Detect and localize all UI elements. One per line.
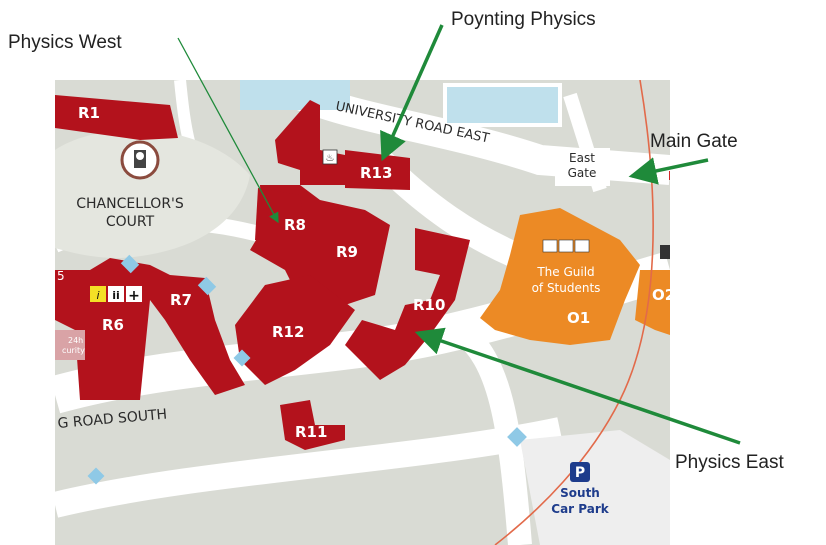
security-label-2: curity	[62, 346, 85, 355]
guild-label-2: of Students	[532, 281, 601, 295]
pool	[240, 80, 350, 110]
main-gate-marker: M	[668, 169, 680, 183]
chancellors-court-label-1: CHANCELLOR'S	[76, 196, 184, 212]
security-area	[55, 330, 85, 360]
svg-text:ii: ii	[112, 289, 120, 302]
poynting-physics-callout: Poynting Physics	[451, 9, 596, 30]
cafe-icon: ♨	[322, 149, 338, 165]
info-marker-icon	[507, 427, 527, 447]
physics-east-arrow	[414, 327, 741, 445]
car-park-label-2: Car Park	[551, 502, 609, 516]
chancellors-court-lawn	[55, 129, 250, 258]
building-label-r11: R11	[295, 423, 327, 441]
left-edge-building-label: 5	[57, 269, 65, 283]
svg-text:+: +	[128, 288, 140, 304]
svg-text:♨: ♨	[326, 153, 335, 164]
security-label-1: 24h	[68, 336, 83, 345]
east-gate-label-1: East	[569, 151, 595, 165]
building-r1[interactable]	[55, 95, 178, 140]
main-gate-arrow	[628, 157, 709, 185]
parking-icon: P	[570, 462, 590, 482]
physics-west-arrow	[177, 37, 279, 224]
building-o2[interactable]	[635, 270, 670, 335]
building-label-r10: R10	[413, 296, 445, 314]
building-label-r7: R7	[170, 291, 192, 309]
building-label-o2: O2	[652, 286, 675, 304]
info-marker-icon	[87, 467, 105, 485]
main-gate-callout: Main Gate	[650, 131, 738, 152]
svg-text:i: i	[96, 289, 99, 302]
building-r13-block[interactable]	[275, 100, 410, 185]
first-aid-icon: +	[126, 286, 142, 304]
university-buildings	[55, 95, 470, 450]
east-gate-box	[555, 148, 610, 186]
building-r12[interactable]	[235, 275, 355, 385]
pond	[443, 83, 562, 127]
building-r11[interactable]	[280, 400, 345, 450]
building-o1[interactable]	[480, 208, 640, 345]
info-marker-icon	[197, 276, 217, 296]
building-label-r8: R8	[284, 216, 306, 234]
physics-west-callout: Physics West	[8, 32, 122, 53]
building-label-r13: R13	[360, 164, 392, 182]
building-entrance-icon	[660, 245, 670, 259]
building-label-r9: R9	[336, 243, 358, 261]
building-label-r12: R12	[272, 323, 304, 341]
building-label-o1: O1	[567, 309, 590, 327]
guild-label-1: The Guild	[536, 265, 594, 279]
guild-buildings	[480, 208, 670, 345]
south-road	[452, 320, 532, 545]
info-marker-icon	[233, 349, 251, 367]
info-marker-icon	[120, 254, 140, 274]
poynting-physics-arrow	[380, 24, 444, 162]
building-label-r6: R6	[102, 316, 124, 334]
info-icon: i	[90, 286, 106, 302]
chancellors-court-label-2: COURT	[106, 214, 155, 230]
south-car-park-area	[520, 430, 670, 545]
svg-text:P: P	[575, 465, 585, 481]
shop-icon	[542, 239, 590, 253]
physics-east-callout: Physics East	[675, 452, 784, 473]
car-park-label-1: South	[560, 486, 600, 500]
building-label-r1: R1	[78, 104, 100, 122]
east-gate-label-2: Gate	[568, 166, 597, 180]
clock-tower-icon	[120, 140, 160, 180]
map-area: ♨ ii + i P UNIVERSITY ROAD EAST	[55, 80, 680, 545]
building-r10[interactable]	[345, 228, 470, 380]
toilets-icon: ii	[108, 286, 124, 302]
